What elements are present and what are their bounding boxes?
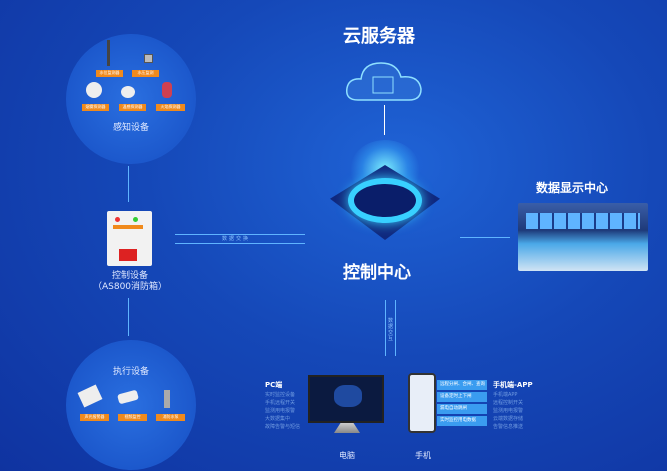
- control-execution-link: [128, 298, 129, 336]
- execution-title: 执行设备: [112, 367, 149, 377]
- mobile-title: 手机端-APP: [493, 381, 533, 389]
- mobile-feature-list: 手机端APP 远程控制开关 监测用电报警 云端数据存储 告警信息推送: [493, 391, 523, 431]
- pc-feature: 手机远程开关: [265, 400, 296, 406]
- sensing-title: 感知设备: [112, 123, 149, 133]
- cloud-down-arrow: [384, 105, 385, 135]
- camera-icon: [117, 389, 139, 405]
- actuator-tag: 视频监控: [118, 414, 147, 421]
- mobile-feature-button: 远程分闸、合闸、查询: [437, 380, 487, 390]
- sensor-tag: 烟雾探测器: [82, 104, 109, 111]
- control-device-label: 控制设备 （AS800消防箱）: [85, 271, 175, 293]
- pc-feature: 故障告警与短信: [265, 424, 301, 430]
- flame-detector-icon: [162, 82, 172, 98]
- cloud-icon: [345, 62, 422, 101]
- data-exchange-arrow-left: [175, 234, 305, 235]
- sensor-tag: 火焰探测器: [156, 104, 185, 111]
- data-exchange-label: 数据交换: [222, 236, 251, 242]
- mobile-caption: 手机: [415, 451, 431, 460]
- mobile-feature-button: 实时监控用电数据: [437, 416, 487, 426]
- pc-feature: 大数据集中: [265, 416, 291, 422]
- sensing-devices-group: 水位监测器 水压监测 烟雾探测器 温感探测器 火焰探测器 感知设备: [66, 34, 196, 164]
- display-arrow: [460, 237, 510, 238]
- pc-feature-list: 实时监控设备 手机远程开关 监测用电报警 大数据集中 故障告警与短信: [265, 391, 300, 431]
- pc-feature: 实时监控设备: [265, 392, 296, 398]
- control-box-icon: [107, 211, 152, 266]
- cloud-server-title: 云服务器: [343, 26, 415, 47]
- actuator-tag: 声光报警器: [80, 414, 109, 421]
- control-device-model: （AS800消防箱）: [92, 282, 168, 292]
- pressure-sensor-icon: [144, 54, 153, 63]
- pc-feature: 监测用电报警: [265, 408, 296, 414]
- control-center-title: 控制中心: [343, 263, 411, 283]
- sensor-tag: 水位监测器: [96, 70, 123, 77]
- mobile-feature: 手机端APP: [493, 392, 518, 398]
- pump-icon: [164, 390, 170, 408]
- mobile-feature: 告警信息推送: [493, 424, 524, 430]
- data-exchange-arrow-right: [175, 243, 305, 244]
- sensing-control-link: [128, 166, 129, 202]
- sensor-tag: 温感探测器: [119, 104, 146, 111]
- mobile-feature-button: 设备定时上下闸: [437, 392, 487, 402]
- mobile-feature-button: 漏电自动跳闸: [437, 404, 487, 414]
- alarm-device-icon: [77, 384, 103, 408]
- display-center-image: [518, 203, 648, 271]
- vertical-link-label: 数据交互: [388, 318, 394, 342]
- monitor-icon: [308, 375, 384, 423]
- mobile-feature: 云端数据存储: [493, 416, 524, 422]
- display-center-title: 数据显示中心: [536, 181, 609, 195]
- client-up-arrow: [395, 300, 396, 356]
- control-center-platform: [320, 160, 450, 250]
- monitor-stand: [334, 423, 360, 433]
- smoke-detector-icon: [86, 82, 102, 98]
- client-down-arrow: [385, 300, 386, 356]
- control-device-title: 控制设备: [111, 271, 148, 281]
- phone-icon: [408, 373, 436, 433]
- sensor-tag: 水压监测: [132, 70, 159, 77]
- mobile-feature: 监测用电报警: [493, 408, 524, 414]
- heat-detector-icon: [121, 86, 135, 98]
- actuator-tag: 消防水泵: [156, 414, 185, 421]
- antenna-sensor-icon: [107, 40, 110, 66]
- mobile-feature: 远程控制开关: [493, 400, 524, 406]
- pc-caption: 电脑: [339, 451, 355, 460]
- execution-devices-group: 执行设备 声光报警器 视频监控 消防水泵: [66, 340, 196, 470]
- pc-title: PC端: [265, 381, 283, 389]
